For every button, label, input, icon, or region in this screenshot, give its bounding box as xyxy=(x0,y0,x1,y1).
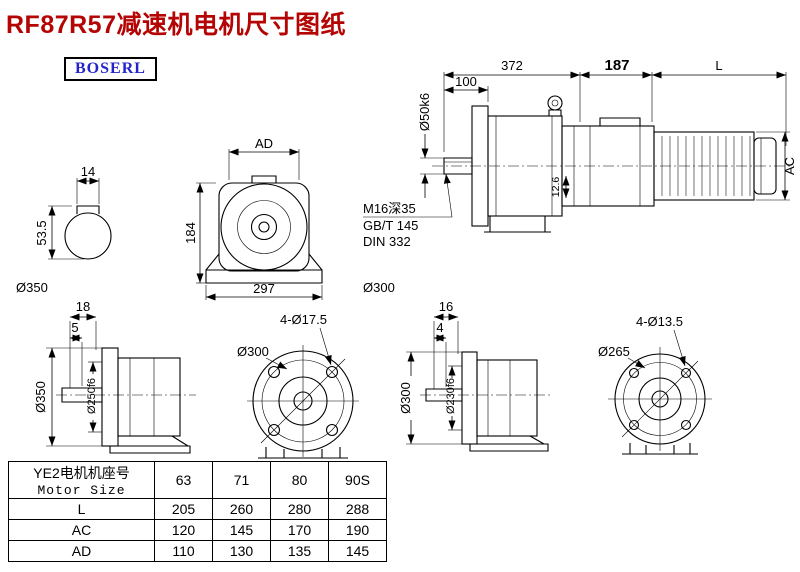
label-holes-17-5: 4-Ø17.5 xyxy=(280,312,327,327)
label-shaft-dia: Ø50k6 xyxy=(417,93,432,131)
row-label-ac: AC xyxy=(8,519,155,541)
value-cell: 190 xyxy=(328,519,387,541)
motor-size-label-en: Motor Size xyxy=(37,482,126,498)
value-cell: 110 xyxy=(154,540,213,562)
label-dia-300: Ø300 xyxy=(363,280,395,295)
dim-16: 16 xyxy=(439,299,453,314)
value-cell: 288 xyxy=(328,498,387,520)
size-80-cell: 80 xyxy=(270,461,329,499)
row-label-ad: AD xyxy=(8,540,155,562)
dim-l: L xyxy=(715,58,722,73)
value-cell: 260 xyxy=(212,498,271,520)
dim-height-184: 184 xyxy=(183,222,198,244)
side-assembly-view: 372 187 L 100 Ø50k6 AC 12.6 M16深35 GB/T … xyxy=(363,57,797,249)
label-bolt-circle-300: Ø300 xyxy=(237,344,269,359)
input-flange-face-view: Ø265 4-Ø13.5 xyxy=(598,314,712,455)
dim-spigot-230: Ø230f6 xyxy=(445,378,457,414)
value-cell: 280 xyxy=(270,498,329,520)
dim-flange-350: Ø350 xyxy=(33,381,48,413)
value-cell: 130 xyxy=(212,540,271,562)
note-gb-standard: GB/T 145 xyxy=(363,218,418,233)
table-row-l: L 205 260 280 288 xyxy=(8,498,387,520)
label-holes-13-5: 4-Ø13.5 xyxy=(636,314,683,329)
dim-5: 5 xyxy=(71,320,78,335)
value-cell: 205 xyxy=(154,498,213,520)
dimension-table: YE2电机机座号 Motor Size 63 71 80 90S L 205 2… xyxy=(8,461,387,562)
shaft-section-view: 14 53.5 Ø350 xyxy=(16,164,112,295)
table-header-row: YE2电机机座号 Motor Size 63 71 80 90S xyxy=(8,461,387,499)
dim-4: 4 xyxy=(436,320,443,335)
brand-logo: BOSERL xyxy=(64,57,157,81)
dim-12-6: 12.6 xyxy=(550,177,562,198)
dim-key-width: 14 xyxy=(81,164,95,179)
dim-372: 372 xyxy=(501,58,523,73)
table-row-ac: AC 120 145 170 190 xyxy=(8,519,387,541)
label-flange-dia-350: Ø350 xyxy=(16,280,48,295)
value-cell: 135 xyxy=(270,540,329,562)
table-row-ad: AD 110 130 135 145 xyxy=(8,540,387,562)
dim-flange-300: Ø300 xyxy=(398,382,413,414)
dim-ad: AD xyxy=(255,136,273,151)
value-cell: 120 xyxy=(154,519,213,541)
output-flange-side-view: 18 5 Ø350 Ø250f6 xyxy=(33,299,196,454)
note-center-thread: M16深35 xyxy=(363,201,416,216)
value-cell: 170 xyxy=(270,519,329,541)
front-view: AD 184 297 xyxy=(183,136,323,301)
dim-section-height: 53.5 xyxy=(34,220,49,245)
dim-100: 100 xyxy=(455,74,477,89)
output-flange-face-view: Ø300 4-Ø17.5 xyxy=(237,312,359,459)
size-90s-cell: 90S xyxy=(328,461,387,499)
note-din-standard: DIN 332 xyxy=(363,234,411,249)
motor-size-label-cn: YE2电机机座号 xyxy=(33,464,130,481)
dim-width-297: 297 xyxy=(253,281,275,296)
input-flange-side-view: 16 4 Ø300 Ø230f6 xyxy=(398,299,550,452)
dim-187: 187 xyxy=(604,57,629,74)
dim-spigot-250: Ø250f6 xyxy=(86,378,98,414)
page-title: RF87R57减速机电机尺寸图纸 xyxy=(6,11,346,39)
dim-18: 18 xyxy=(76,299,90,314)
size-63-cell: 63 xyxy=(154,461,213,499)
motor-size-header-cell: YE2电机机座号 Motor Size xyxy=(8,461,155,499)
dim-ac: AC xyxy=(782,157,797,175)
value-cell: 145 xyxy=(212,519,271,541)
value-cell: 145 xyxy=(328,540,387,562)
size-71-cell: 71 xyxy=(212,461,271,499)
label-bolt-circle-265: Ø265 xyxy=(598,344,630,359)
row-label-l: L xyxy=(8,498,155,520)
